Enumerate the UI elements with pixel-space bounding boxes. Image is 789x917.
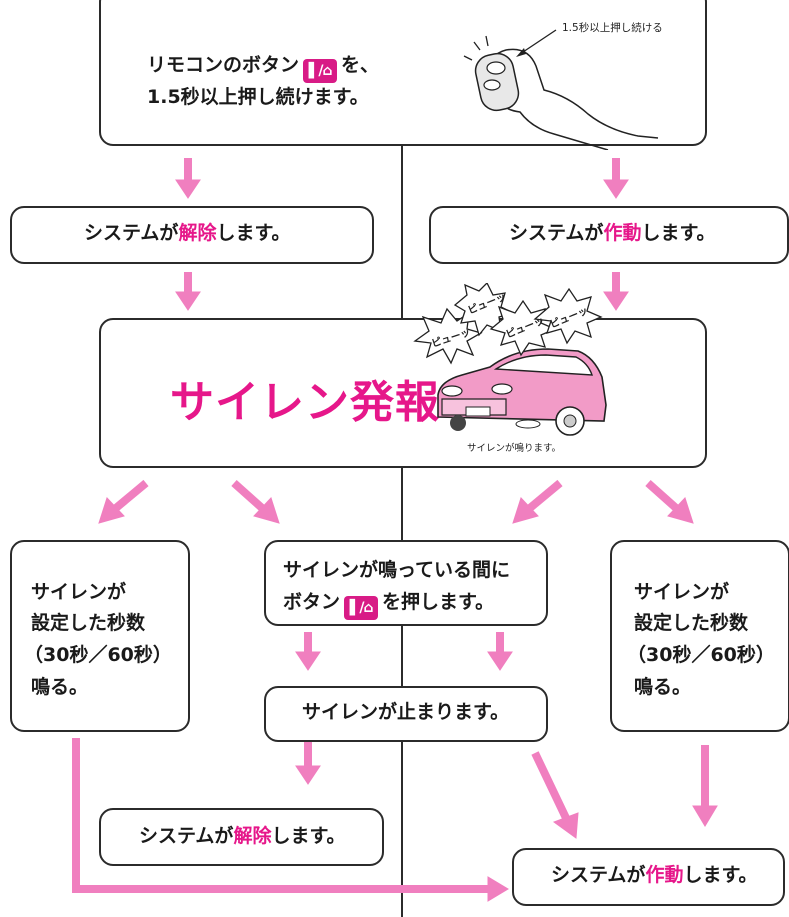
hand-caption: 1.5秒以上押し続ける: [562, 22, 663, 34]
state-text-right: システムが作動します。: [509, 220, 716, 248]
state-prefix: システムが: [139, 825, 234, 847]
state-box-right: [429, 206, 789, 264]
press-stop-line1: サイレンが鳴っている間に: [283, 559, 511, 581]
state-suffix: します。: [683, 864, 758, 886]
arrow-down: [692, 745, 718, 827]
top-instruction-line1: リモコンのボタン▌/⌂を、: [147, 52, 379, 83]
arrow-down: [295, 742, 321, 785]
stopped-box: [264, 686, 548, 742]
siren-box: [99, 318, 707, 468]
arrow-diag-down-left: [512, 479, 563, 524]
press-stop-suffix: を押します。: [382, 591, 495, 613]
arrow-diag-down-right: [231, 480, 280, 524]
top-instruction-text: リモコンのボタン: [147, 54, 300, 76]
timed-left-line4: 鳴る。: [31, 676, 89, 698]
final-text-right: システムが作動します。: [551, 862, 758, 890]
lock-unlock-button-icon: ▌/⌂: [303, 59, 338, 83]
siren-title: サイレン発報: [170, 377, 440, 428]
car-illustration: [437, 348, 607, 436]
arrow-down: [487, 632, 513, 671]
stopped-text: サイレンが止まります。: [302, 701, 510, 723]
timed-left-line1: サイレンが: [31, 581, 127, 603]
state-suffix: します。: [641, 222, 716, 244]
timed-right-line3: （30秒／60秒）: [627, 644, 775, 666]
state-suffix: します。: [216, 222, 291, 244]
state-suffix: します。: [271, 825, 346, 847]
press-stop-box: [264, 540, 548, 626]
state-box-left: [10, 206, 374, 264]
final-box-right: [512, 848, 785, 906]
timed-right-line2: 設定した秒数: [634, 612, 749, 634]
timed-right-line1: サイレンが: [634, 581, 730, 603]
arrow-down: [295, 632, 321, 671]
state-highlight-disarm: 解除: [233, 825, 272, 847]
timed-box-right: [610, 540, 789, 732]
state-text-left: システムが解除します。: [84, 220, 291, 248]
timed-right-line4: 鳴る。: [634, 676, 692, 698]
timed-box-left: [10, 540, 190, 732]
press-stop-line2: ボタン▌/⌂を押します。: [283, 589, 494, 620]
state-highlight-arm: 作動: [603, 222, 642, 244]
arrow-l-path: [72, 738, 509, 902]
top-instruction-line2: 1.5秒以上押し続けます。: [147, 86, 369, 108]
hand-remote-illustration: [463, 29, 659, 150]
state-prefix: システムが: [84, 222, 179, 244]
state-highlight-arm: 作動: [645, 864, 684, 886]
top-instruction-box: [99, 0, 707, 146]
arrow-down: [603, 272, 629, 311]
press-stop-prefix: ボタン: [283, 591, 341, 613]
state-prefix: システムが: [551, 864, 646, 886]
timed-left-line3: （30秒／60秒）: [24, 644, 172, 666]
final-text-left: システムが解除します。: [139, 823, 346, 851]
final-box-left: [99, 808, 384, 866]
timed-left-line2: 設定した秒数: [31, 612, 146, 634]
arrow-down: [603, 158, 629, 199]
state-highlight-disarm: 解除: [178, 222, 217, 244]
arrow-diag-down-right: [645, 480, 694, 524]
siren-caption: サイレンが鳴ります。: [467, 443, 562, 454]
arrow-diag-down-right: [531, 751, 579, 839]
state-prefix: システムが: [509, 222, 604, 244]
arrow-down: [175, 158, 201, 199]
siren-sound-bursts: ピューッ ピューッ ピューッ ピューッ: [413, 283, 603, 365]
lock-unlock-button-icon: ▌/⌂: [344, 596, 379, 620]
arrow-down: [175, 272, 201, 311]
top-instruction-suffix: を、: [341, 54, 380, 76]
arrow-diag-down-left: [98, 479, 149, 524]
